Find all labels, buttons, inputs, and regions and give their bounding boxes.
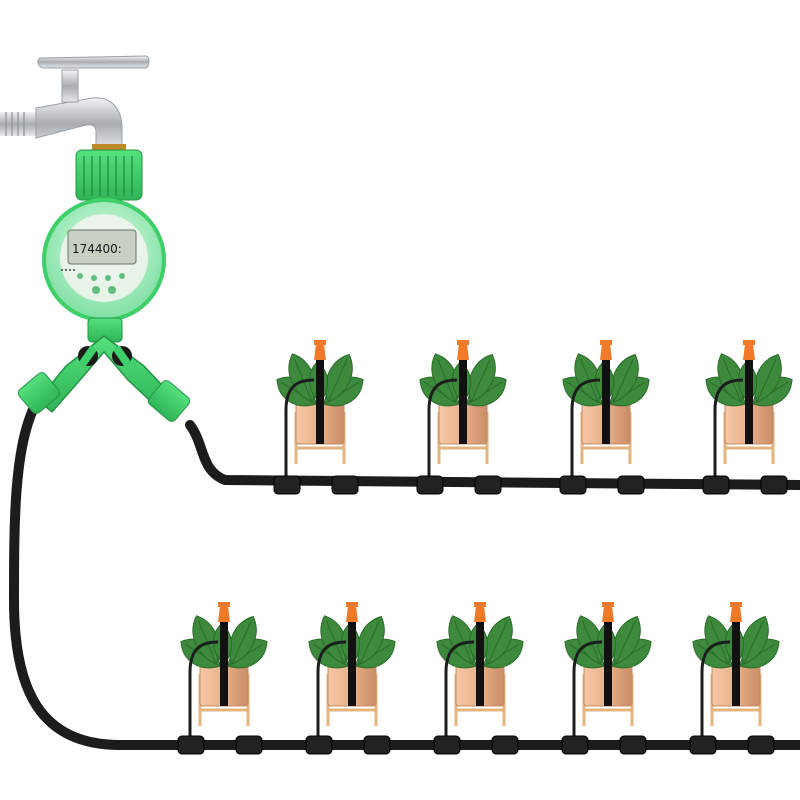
water-timer: 174400:	[42, 149, 166, 343]
hose-coupling	[474, 475, 502, 495]
left-hose-connector	[17, 372, 61, 414]
faucet-valve-stem	[61, 69, 79, 103]
potted-plant-unit	[561, 602, 652, 755]
faucet-spout-nut	[92, 144, 126, 154]
hose-coupling	[491, 735, 519, 755]
hose-coupling	[619, 735, 647, 755]
tee-connector	[416, 475, 444, 495]
tee-connector	[433, 735, 461, 755]
dripper-head	[314, 344, 326, 360]
drip-line-tube	[188, 640, 219, 745]
hose-coupling	[363, 735, 391, 755]
timer-lcd-reading: 174400:	[72, 242, 122, 256]
potted-plant-unit	[177, 602, 268, 755]
dripper-stake	[220, 622, 228, 706]
dripper-stake	[348, 622, 356, 706]
dripper-stake	[316, 360, 324, 444]
dripper-head	[457, 344, 469, 360]
drip-line-tube	[700, 640, 731, 745]
right-supply-hose	[185, 420, 800, 490]
y-splitter	[17, 335, 191, 422]
hose-coupling	[747, 735, 775, 755]
hose-coupling	[331, 475, 359, 495]
potted-plant-unit	[559, 340, 650, 495]
timer-buttons	[77, 273, 125, 294]
drip-line-tube	[427, 378, 458, 485]
dripper-stake	[604, 622, 612, 706]
faucet-wall-thread	[0, 112, 40, 136]
upper-plant-row	[273, 340, 793, 495]
right-hose-connector	[147, 380, 191, 422]
tee-connector	[177, 735, 205, 755]
drip-line-tube	[316, 640, 347, 745]
dripper-stake	[459, 360, 467, 444]
drip-line-tube	[444, 640, 475, 745]
tee-connector	[689, 735, 717, 755]
dripper-head	[730, 606, 742, 622]
tee-connector	[561, 735, 589, 755]
lower-plant-row	[177, 602, 780, 755]
dripper-stake	[476, 622, 484, 706]
tee-connector	[273, 475, 301, 495]
potted-plant-unit	[689, 602, 780, 755]
hose-coupling	[235, 735, 263, 755]
potted-plant-unit	[416, 340, 507, 495]
potted-plant-unit	[433, 602, 524, 755]
faucet-handle	[37, 55, 150, 69]
potted-plant-unit	[273, 340, 364, 495]
potted-plant-unit	[702, 340, 793, 495]
drip-line-tube	[713, 378, 744, 485]
dripper-stake	[602, 360, 610, 444]
tee-connector	[305, 735, 333, 755]
tee-connector	[702, 475, 730, 495]
dripper-stake	[745, 360, 753, 444]
dripper-head	[474, 606, 486, 622]
hose-system	[8, 395, 800, 750]
dripper-stake	[732, 622, 740, 706]
dripper-head	[602, 606, 614, 622]
tee-connector	[559, 475, 587, 495]
dripper-head	[218, 606, 230, 622]
faucet-body	[35, 97, 123, 151]
hose-coupling	[760, 475, 788, 495]
drip-line-tube	[572, 640, 603, 745]
dripper-head	[743, 344, 755, 360]
drip-line-tube	[284, 378, 315, 485]
left-supply-hose	[8, 395, 800, 750]
drip-line-tube	[570, 378, 601, 485]
hose-coupling	[617, 475, 645, 495]
faucet	[0, 55, 150, 154]
potted-plant-unit	[305, 602, 396, 755]
timer-lcd-screen	[67, 229, 137, 265]
dripper-head	[346, 606, 358, 622]
dripper-head	[600, 344, 612, 360]
